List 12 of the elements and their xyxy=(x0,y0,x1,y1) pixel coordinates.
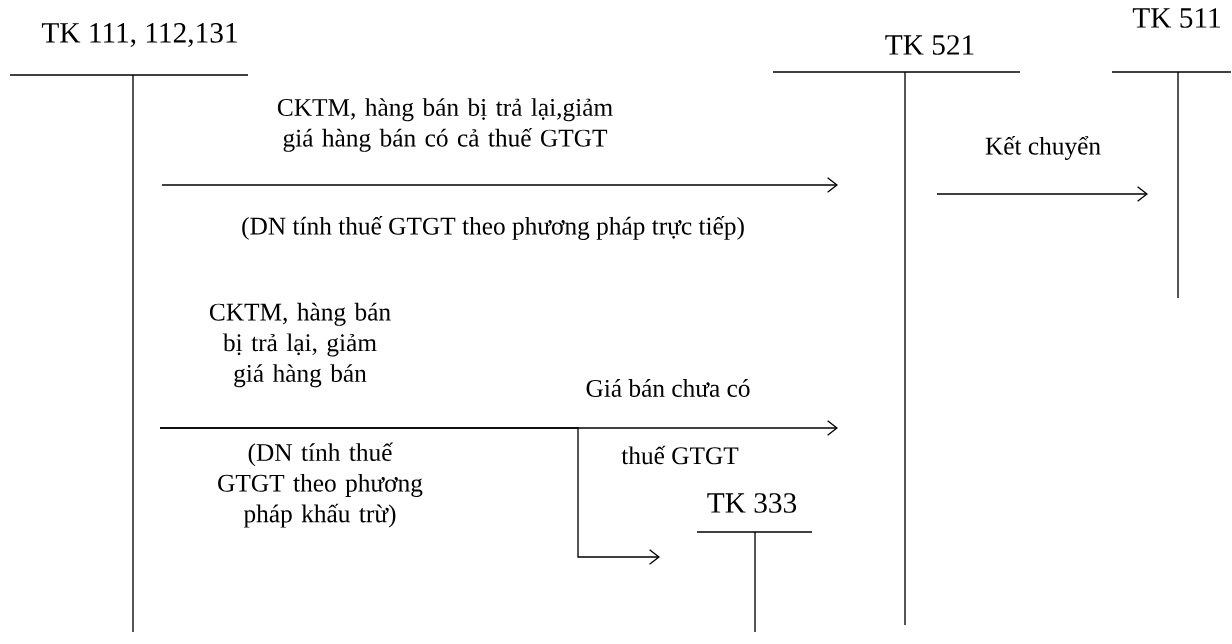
edge-label: Kết chuyển xyxy=(985,136,1101,160)
note-text: (DN tính thuế GTGT theo phương pháp trực tiếp) xyxy=(242,216,744,240)
edge-label: CKTM, hàng bán bị trả lại,giảm giá hàng bán có cả thuế GTGT xyxy=(277,98,613,152)
arrow xyxy=(936,186,1148,202)
note-text: thuế GTGT xyxy=(621,445,739,465)
t-account: TK 333 xyxy=(696,493,813,633)
t-account: TK 511 xyxy=(1111,8,1232,299)
edge-label: CKTM, hàng bán bị trả lại, giảm giá hàng bán xyxy=(209,302,391,388)
note-text: (DN tính thuế GTGT theo phương pháp khấu trừ) xyxy=(218,442,423,528)
arrow xyxy=(161,177,838,193)
note-text: Giá bán chưa có xyxy=(586,379,750,397)
arrow xyxy=(159,427,660,565)
